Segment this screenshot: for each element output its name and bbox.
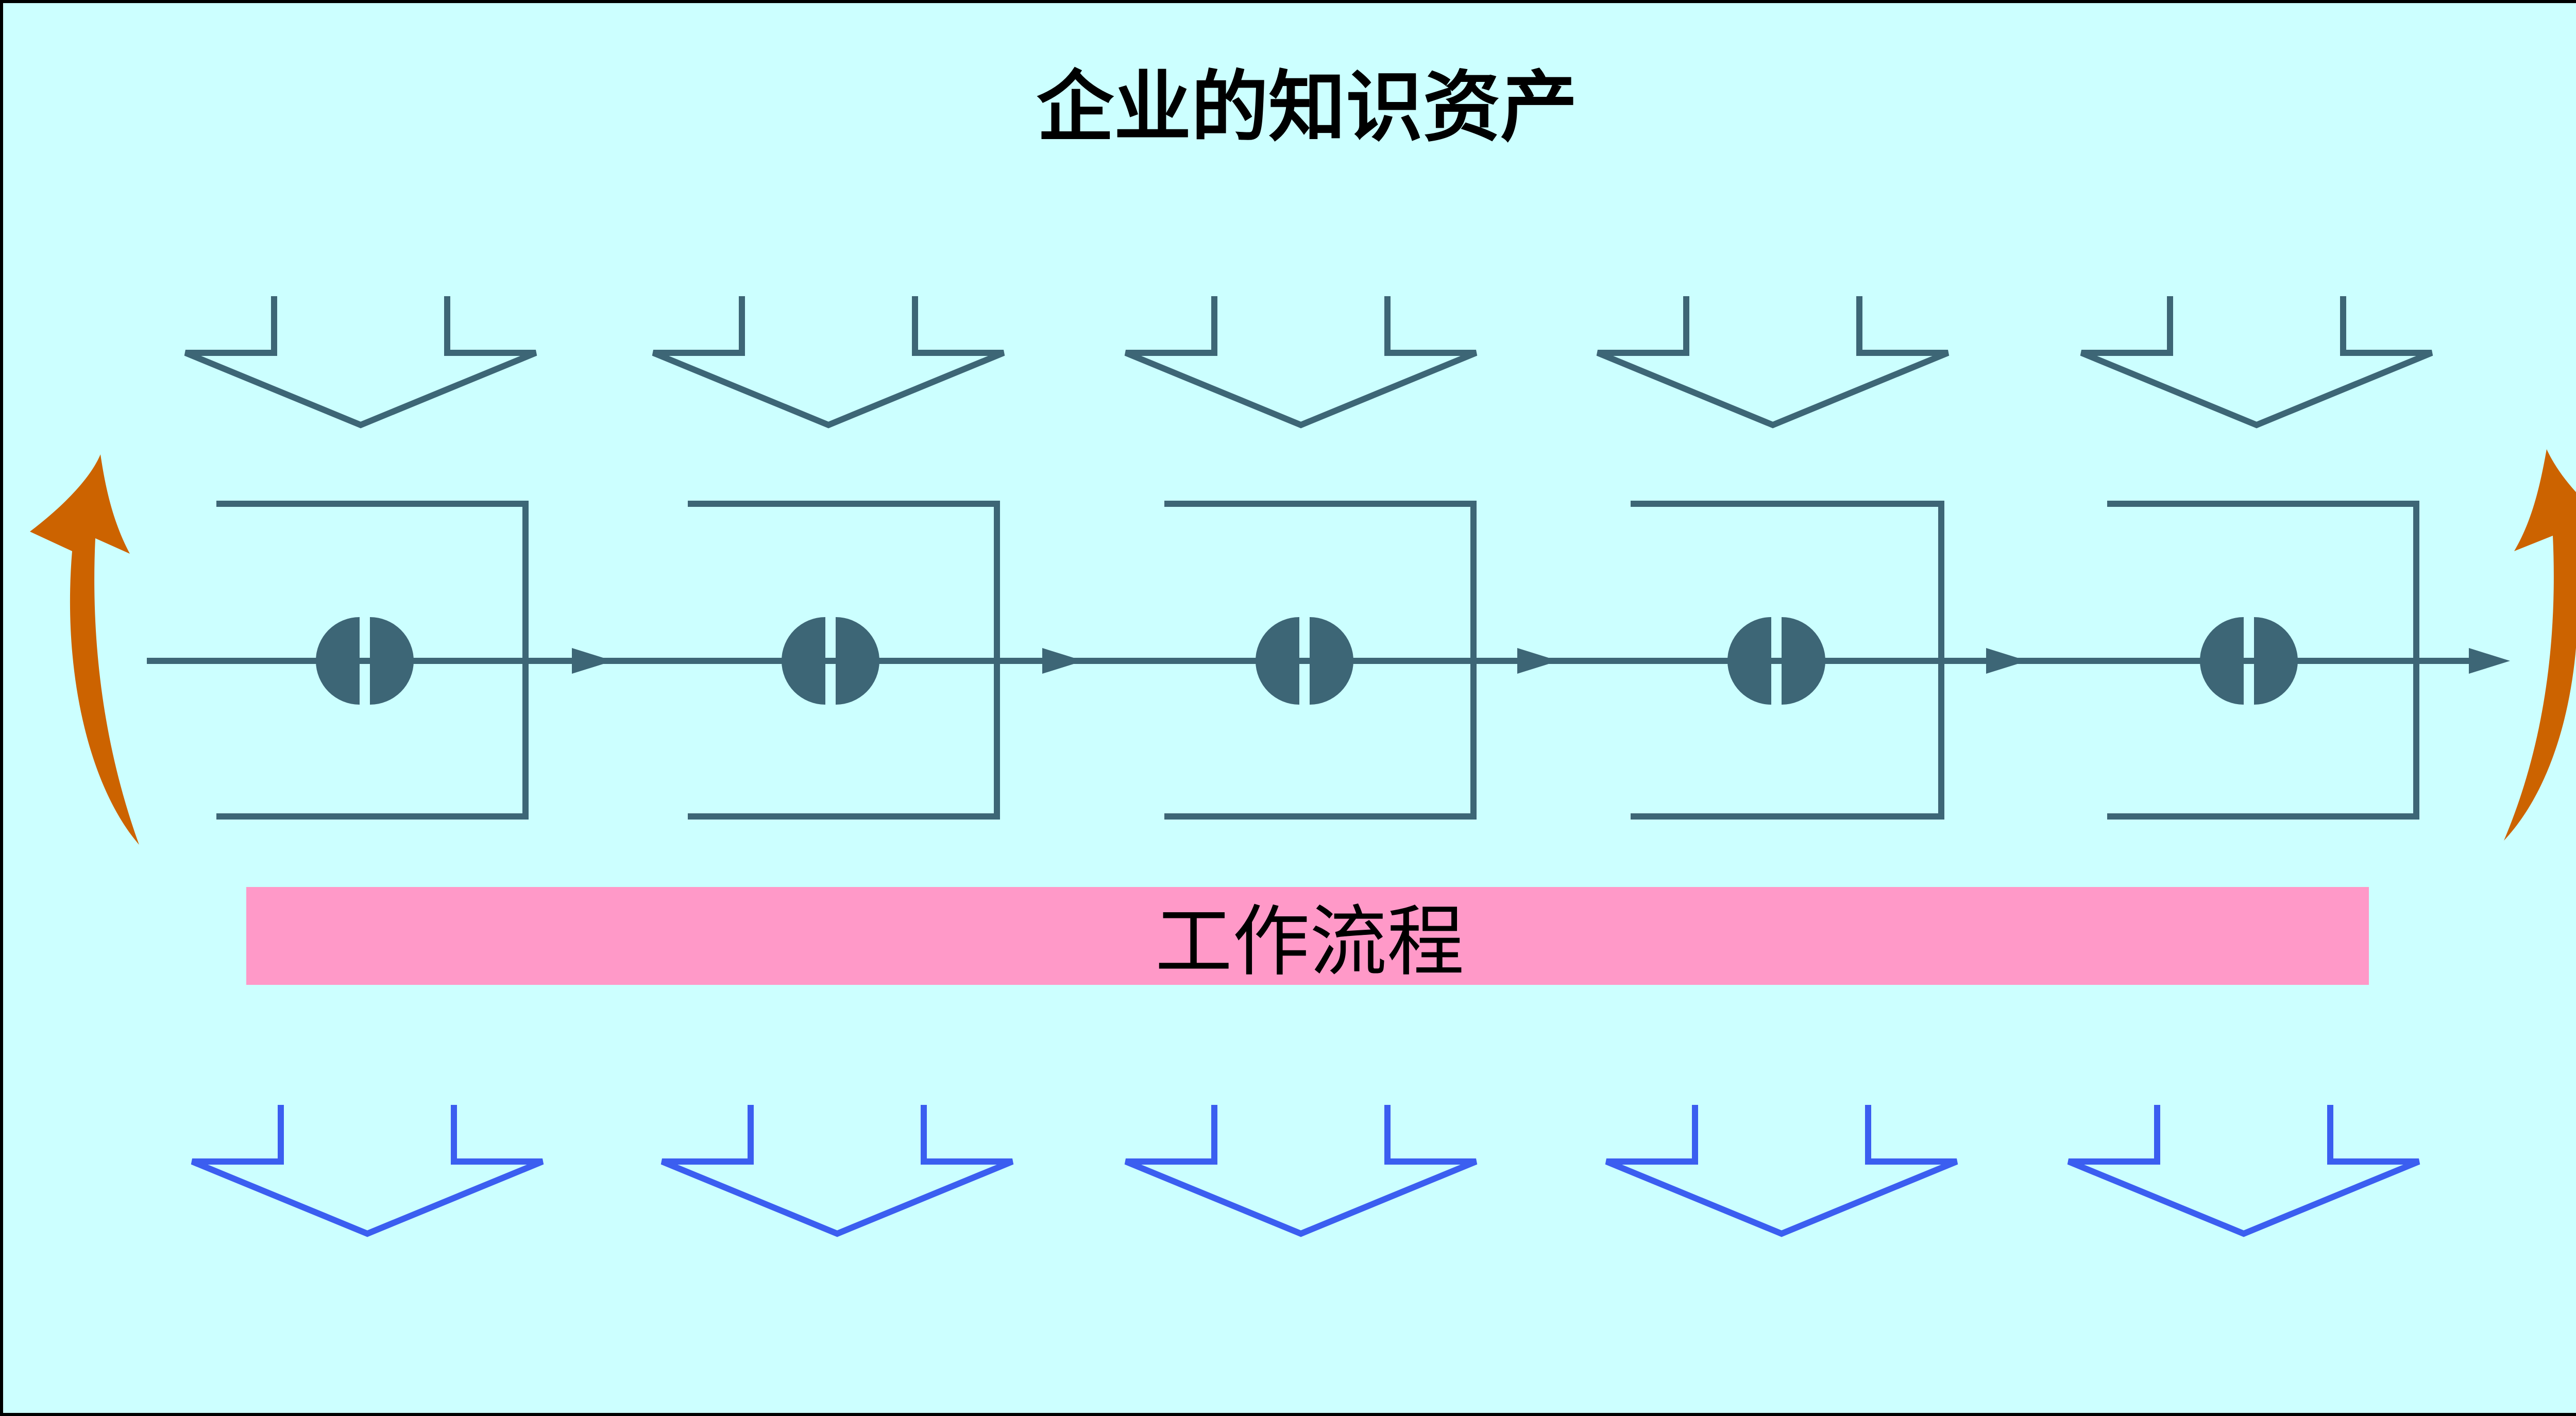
output-funnels [191,1105,2420,1237]
input-funnel-4 [1596,296,1950,429]
flow-arrowhead-icon [572,648,613,674]
flow-arrowhead-icon [1042,648,1083,674]
input-funnel-2 [652,296,1005,429]
feedback-arrow-right [2504,449,2576,841]
input-funnels [184,296,2433,429]
node-half-right-icon [1310,617,1353,705]
node-half-left-icon [2200,617,2244,705]
node-half-left-icon [1256,617,1299,705]
workflow-band-label: 工作流程 [1155,897,1464,987]
node-half-right-icon [1782,617,1825,705]
curved-up-arrow-right-icon [2504,449,2576,841]
curved-up-arrow-left-icon [30,454,139,845]
node-half-right-icon [370,617,414,705]
workflow-band [246,887,2369,985]
node-half-left-icon [782,617,825,705]
diagram-title: 企业的知识资产 [1037,62,1578,152]
node-half-right-icon [2254,617,2298,705]
output-funnel-3 [1124,1105,1478,1237]
flow-line [147,617,2510,705]
output-funnel-5 [2067,1105,2420,1237]
flow-arrowhead-icon [2469,648,2510,674]
output-funnel-4 [1605,1105,1958,1237]
flow-arrowhead-icon [1986,648,2027,674]
node-half-left-icon [316,617,360,705]
flow-arrowhead-icon [1517,648,1558,674]
input-funnel-3 [1124,296,1478,429]
input-funnel-5 [2080,296,2433,429]
feedback-arrow-left [30,454,139,845]
output-funnel-1 [191,1105,544,1237]
output-funnel-2 [660,1105,1014,1237]
node-half-left-icon [1727,617,1771,705]
node-half-right-icon [836,617,879,705]
input-funnel-1 [184,296,537,429]
